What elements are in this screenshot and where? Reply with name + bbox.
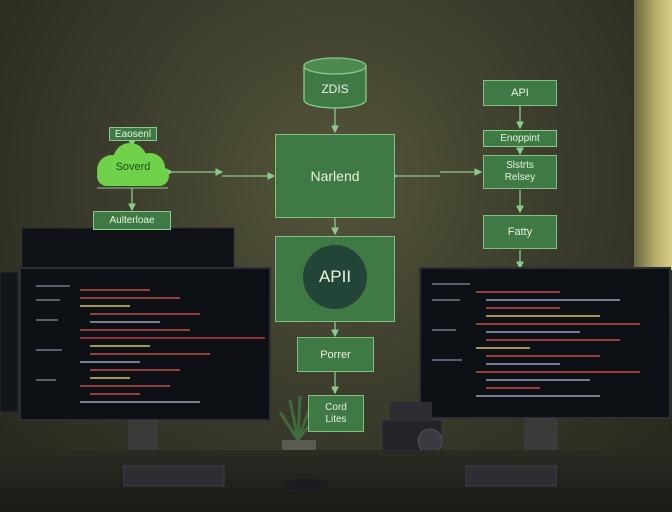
center-node: Narlend — [275, 134, 395, 218]
status-relay-node: Slstrts Relsey — [483, 155, 557, 189]
cloud-bottom-node: Aulterloae — [93, 211, 171, 230]
left-monitor — [19, 267, 271, 460]
left-keyboard — [123, 465, 225, 487]
card-tiles-node: Cord Lites — [308, 395, 364, 432]
left-back-monitor — [21, 227, 235, 273]
right-monitor — [419, 267, 671, 458]
side-monitor — [0, 271, 19, 413]
fatty-node: Fatty — [483, 215, 557, 249]
top-right-api-node: API — [483, 80, 557, 106]
cloud-icon — [97, 143, 169, 186]
api-circle: APII — [303, 245, 367, 309]
endpoint-node: Enoppint — [483, 130, 557, 147]
window-light — [634, 0, 672, 270]
phone — [284, 479, 328, 491]
database-label: ZDIS — [321, 82, 349, 96]
desk — [0, 450, 672, 512]
right-keyboard — [465, 465, 557, 487]
cloud-tag: Eaosenl — [109, 127, 157, 141]
porter-node: Porrer — [297, 337, 374, 372]
cloud-label: Soverd — [115, 161, 151, 173]
database-cylinder-icon — [303, 57, 367, 109]
